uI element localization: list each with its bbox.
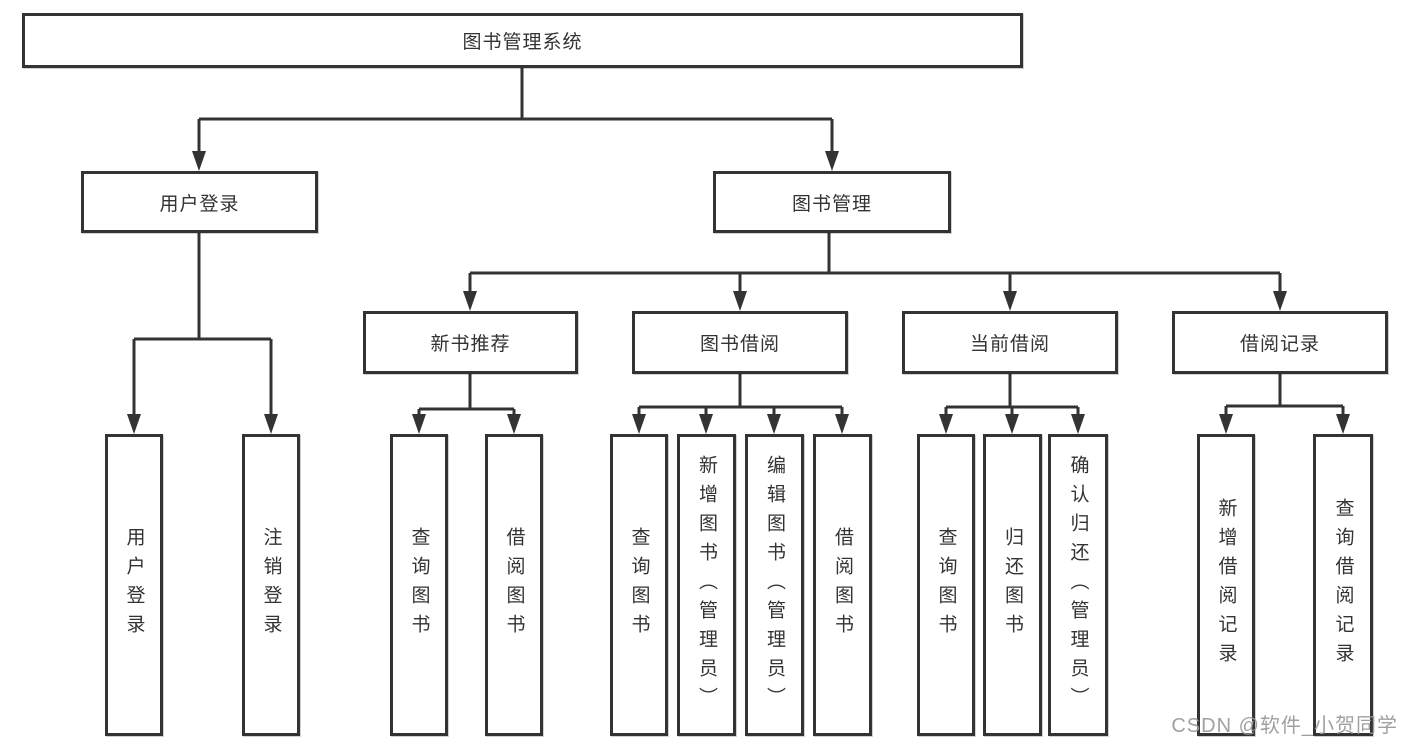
leaf-edit-book-admin: 编辑图书（管理员） [745,434,804,736]
connector-root-to-level2 [197,68,834,153]
node-library-management-system: 图书管理系统 [22,13,1023,68]
node-label: 注销登录 [260,527,282,643]
node-book-management: 图书管理 [713,171,951,233]
arrow-down-icon [1071,414,1085,434]
leaf-add-borrowing-record: 新增借阅记录 [1197,434,1255,736]
arrow-down-icon [733,291,747,311]
arrow-down-icon [412,414,426,434]
node-label: 图书借阅 [699,334,780,355]
node-label: 用户登录 [123,527,145,643]
leaf-borrow-books-recommend: 借阅图书 [485,434,543,736]
node-label: 借阅记录 [1239,334,1320,355]
leaf-query-books-current: 查询图书 [917,434,975,736]
node-book-borrowing: 图书借阅 [632,311,848,374]
arrow-down-icon [507,414,521,434]
arrow-down-icon [1273,291,1287,311]
leaf-query-borrowing-record: 查询借阅记录 [1313,434,1373,736]
connector-current-borrowing-to-leaves [944,374,1080,416]
node-label: 新书推荐 [430,334,511,355]
node-current-borrowing: 当前借阅 [902,311,1118,374]
node-user-login: 用户登录 [81,171,318,233]
arrow-down-icon [825,151,839,171]
connector-user-login-to-leaves [132,233,273,416]
arrow-down-icon [632,414,646,434]
leaf-borrow-books-borrowing: 借阅图书 [813,434,872,736]
node-label: 图书管理 [791,193,872,215]
leaf-confirm-return-admin: 确认归还（管理员） [1048,434,1108,736]
arrow-down-icon [264,414,278,434]
watermark: CSDN @软件_小贺同学 [1171,715,1398,737]
leaf-add-book-admin: 新增图书（管理员） [677,434,736,736]
arrow-down-icon [1005,414,1019,434]
connector-records-to-leaves [1224,374,1345,416]
node-label: 查询图书 [408,527,430,643]
arrow-down-icon [1003,291,1017,311]
node-label: 查询图书 [628,527,650,643]
arrow-down-icon [939,414,953,434]
node-label: 归还图书 [1002,527,1023,643]
arrow-down-icon [835,414,849,434]
node-label: 借阅图书 [503,527,525,643]
leaf-return-books: 归还图书 [983,434,1042,736]
arrow-down-icon [1336,414,1350,434]
arrowhead-icons [127,151,1350,434]
node-label: 新增借阅记录 [1215,498,1237,672]
node-label: 借阅图书 [832,527,853,643]
node-label: 图书管理系统 [462,32,583,53]
arrow-down-icon [127,414,141,434]
arrow-down-icon [699,414,713,434]
arrow-down-icon [767,414,781,434]
node-new-book-recommendation: 新书推荐 [363,311,578,374]
node-label: 查询借阅记录 [1332,498,1354,672]
connector-book-borrowing-to-leaves [637,374,844,416]
leaf-logout: 注销登录 [242,434,300,736]
node-label: 用户登录 [159,193,240,215]
arrow-down-icon [463,291,477,311]
leaf-user-login: 用户登录 [105,434,163,736]
connector-new-book-to-leaves [417,374,516,416]
arrow-down-icon [192,151,206,171]
node-label: 确认归还（管理员） [1067,454,1089,716]
node-label: 新增图书（管理员） [696,454,717,716]
node-label: 查询图书 [935,527,957,643]
leaf-query-books-borrowing: 查询图书 [610,434,668,736]
node-label: 当前借阅 [969,334,1050,355]
node-label: 编辑图书（管理员） [764,454,785,716]
leaf-query-books-recommend: 查询图书 [390,434,448,736]
node-borrowing-records: 借阅记录 [1172,311,1388,374]
arrow-down-icon [1219,414,1233,434]
connector-book-management-to-level3 [468,233,1282,293]
